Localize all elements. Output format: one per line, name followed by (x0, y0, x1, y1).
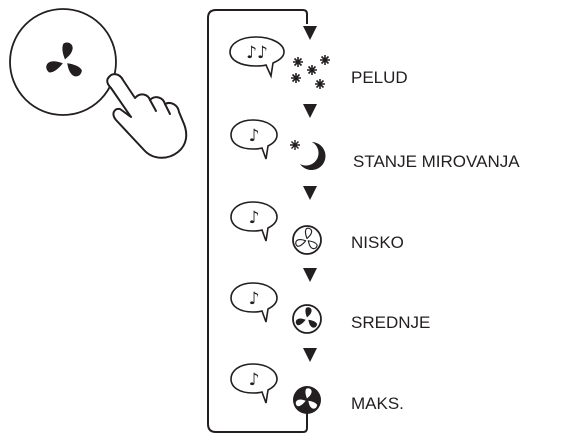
mode-label-nisko: NISKO (351, 233, 404, 252)
cycle-arrows (303, 26, 317, 362)
down-arrow-icon (303, 268, 317, 282)
down-arrow-icon (303, 348, 317, 362)
speech-bubble: ♪ (230, 119, 278, 160)
mode-stanje-mirovanja: ♪ STANJE MIROVANJA (230, 119, 520, 171)
pollen-icon (291, 55, 330, 89)
mode-pelud: ♪♪ PELUD (229, 36, 408, 89)
beep-notes: ♪ (249, 126, 260, 146)
mode-srednje: ♪ SREDNJE (230, 282, 430, 334)
down-arrow-icon (303, 104, 317, 118)
beep-notes: ♪♪ (246, 43, 268, 63)
cycle-loop (207, 9, 308, 433)
mode-label-pelud: PELUD (351, 68, 408, 87)
sleep-icon (290, 140, 326, 170)
fan-button (9, 8, 188, 159)
speech-bubble: ♪ (230, 201, 278, 242)
mode-label-stanje-mirovanja: STANJE MIROVANJA (353, 152, 520, 171)
speech-bubble: ♪ (230, 363, 278, 404)
beep-notes: ♪ (249, 370, 260, 390)
mode-label-maks: MAKS. (351, 394, 404, 413)
mode-label-srednje: SREDNJE (351, 313, 430, 332)
speech-bubble: ♪♪ (229, 36, 285, 79)
speech-bubble: ♪ (230, 282, 278, 323)
down-arrow-icon (303, 26, 317, 40)
beep-notes: ♪ (249, 289, 260, 309)
mode-maks: ♪ MAKS. (230, 363, 404, 414)
fan-low-icon (292, 225, 322, 255)
fan-icon (44, 42, 84, 79)
fan-max-icon (293, 386, 321, 414)
beep-notes: ♪ (249, 208, 260, 228)
mode-nisko: ♪ NISKO (230, 201, 404, 255)
down-arrow-icon (303, 186, 317, 200)
fan-medium-icon (292, 304, 322, 334)
pointing-hand-icon (106, 73, 188, 159)
